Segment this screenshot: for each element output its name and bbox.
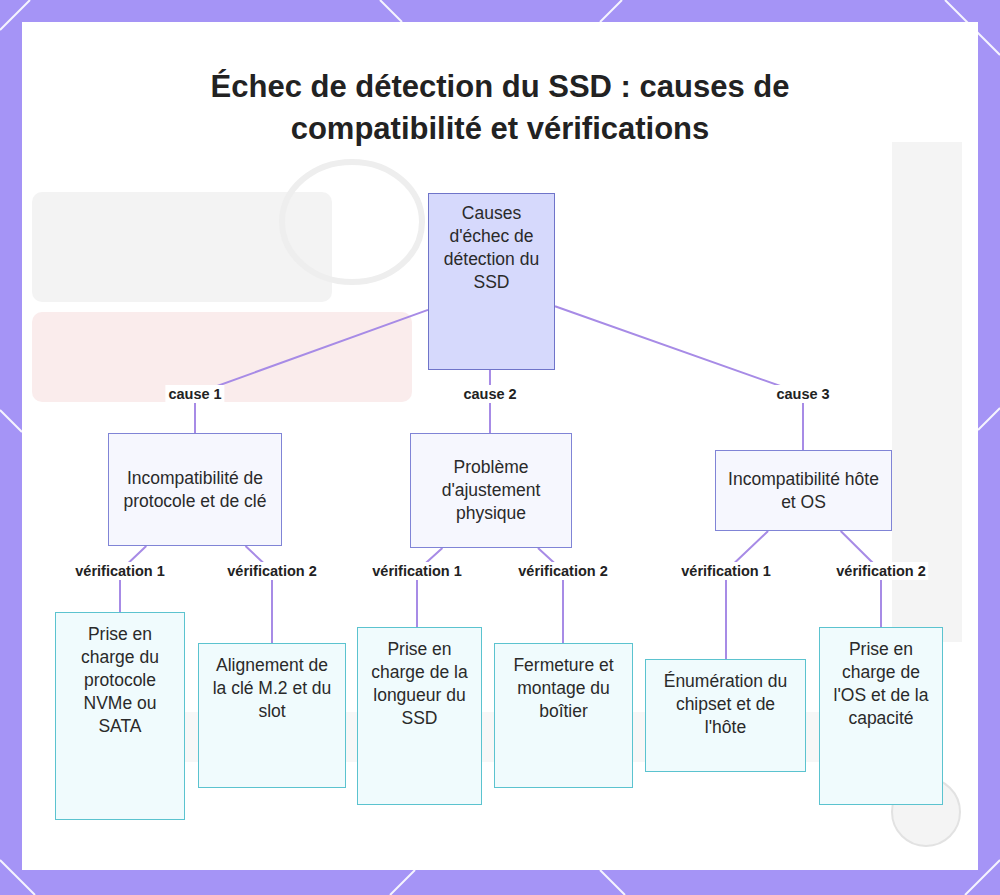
check-box: Prise en charge du protocole NVMe ou SAT… bbox=[55, 612, 185, 820]
frame-line bbox=[600, 0, 622, 22]
edge-label: vérification 2 bbox=[224, 562, 319, 580]
node-text: Énumération du chipset et de l'hôte bbox=[658, 670, 793, 739]
edge-label: cause 3 bbox=[773, 385, 832, 403]
edge-label: cause 2 bbox=[460, 385, 519, 403]
node-text: Prise en charge de l'OS et de la capacit… bbox=[832, 638, 930, 730]
backdrop-shape bbox=[282, 162, 422, 282]
diagram-title: Échec de détection du SSD : causes de co… bbox=[200, 66, 800, 150]
frame-line bbox=[380, 0, 402, 22]
node-text: Incompatibilité hôte et OS bbox=[726, 468, 881, 514]
cause-box: Incompatibilité hôte et OS bbox=[715, 450, 892, 531]
cause-box: Incompatibilité de protocole et de clé bbox=[108, 433, 282, 546]
node-text: Fermeture et montage du boîtier bbox=[507, 654, 620, 723]
edge-label: cause 1 bbox=[165, 385, 224, 403]
frame-line bbox=[600, 870, 625, 895]
frame-line bbox=[390, 870, 415, 895]
connector-line bbox=[555, 306, 803, 450]
connector-line bbox=[726, 531, 768, 659]
connector-line bbox=[195, 310, 428, 433]
edge-label: vérification 1 bbox=[369, 562, 464, 580]
backdrop-shape bbox=[32, 312, 412, 402]
cause-box: Problème d'ajustement physique bbox=[410, 433, 572, 548]
node-text: Prise en charge du protocole NVMe ou SAT… bbox=[68, 623, 172, 738]
node-text: Problème d'ajustement physique bbox=[421, 456, 561, 525]
connector-line bbox=[417, 548, 442, 627]
edge-label: vérification 1 bbox=[72, 562, 167, 580]
edge-label: vérification 2 bbox=[833, 562, 928, 580]
check-box: Prise en charge de l'OS et de la capacit… bbox=[819, 627, 943, 805]
node-text: Alignement de la clé M.2 et du slot bbox=[211, 654, 333, 723]
check-box: Prise en charge de la longueur du SSD bbox=[357, 627, 482, 805]
connector-line bbox=[245, 546, 272, 643]
node-text: Causes d'échec de détection du SSD bbox=[439, 202, 544, 294]
edge-label: vérification 2 bbox=[515, 562, 610, 580]
node-text: Incompatibilité de protocole et de clé bbox=[119, 467, 271, 513]
check-box: Fermeture et montage du boîtier bbox=[494, 643, 633, 788]
node-text: Prise en charge de la longueur du SSD bbox=[370, 638, 469, 730]
frame-line bbox=[978, 408, 1000, 430]
root-box: Causes d'échec de détection du SSD bbox=[428, 193, 555, 370]
check-box: Alignement de la clé M.2 et du slot bbox=[198, 643, 346, 788]
edge-label: vérification 1 bbox=[678, 562, 773, 580]
check-box: Énumération du chipset et de l'hôte bbox=[645, 659, 806, 772]
frame-line bbox=[0, 410, 22, 432]
